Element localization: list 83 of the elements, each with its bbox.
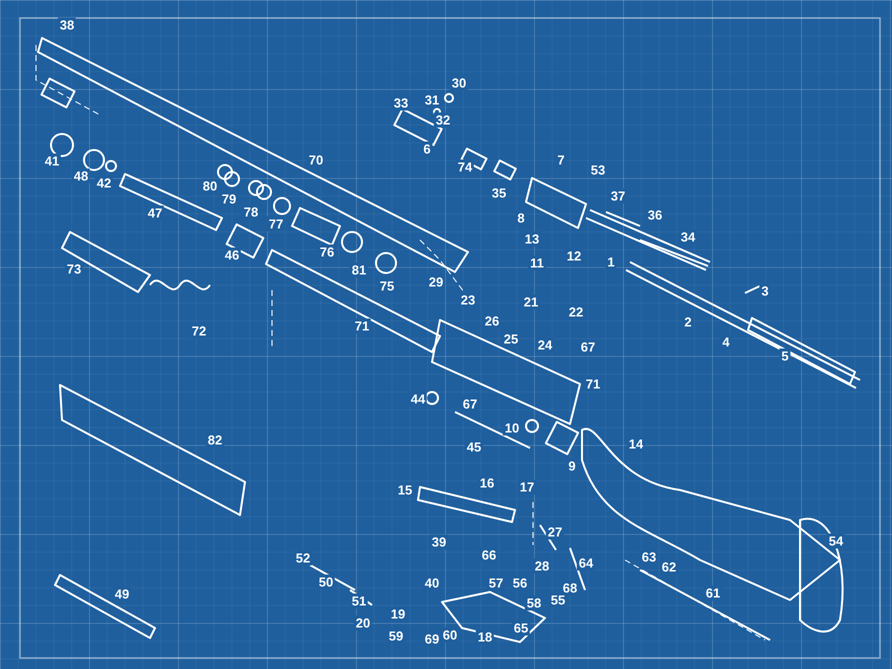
- callout-number: 66: [480, 548, 498, 562]
- callout-number: 20: [354, 616, 372, 630]
- callout-number: 82: [206, 432, 224, 448]
- callout-number: 65: [512, 620, 530, 636]
- callout-number: 37: [608, 188, 628, 204]
- callout-number: 71: [352, 318, 372, 334]
- callout-number: 64: [576, 556, 596, 570]
- callout-number: 8: [515, 210, 527, 226]
- callout-number: 50: [316, 574, 336, 590]
- callout-number: 51: [350, 594, 368, 608]
- callout-number: 67: [460, 396, 480, 412]
- callout-number: 71: [584, 376, 602, 392]
- callout-number: 80: [200, 178, 220, 194]
- callout-number: 44: [408, 392, 428, 406]
- callout-number: 60: [440, 628, 460, 642]
- callout-number: 59: [386, 628, 406, 644]
- callout-number: 29: [426, 274, 446, 290]
- callout-number: 4: [720, 334, 732, 350]
- callout-number: 35: [490, 186, 508, 200]
- callout-number: 73: [64, 262, 84, 276]
- callout-number: 78: [242, 204, 260, 220]
- callout-number: 55: [548, 592, 568, 608]
- callout-number: 32: [434, 112, 452, 128]
- callout-number: 69: [422, 632, 442, 646]
- callout-number: 76: [318, 244, 336, 260]
- callout-number: 41: [42, 154, 62, 168]
- callout-number: 52: [294, 550, 312, 566]
- callout-number: 17: [518, 480, 536, 494]
- callout-number: 31: [422, 92, 442, 108]
- callout-number: 23: [458, 292, 478, 308]
- callout-number: 36: [646, 208, 664, 222]
- callout-number: 2: [682, 314, 694, 330]
- callout-number: 28: [532, 558, 552, 574]
- callout-number: 79: [220, 192, 238, 206]
- callout-number: 13: [522, 232, 542, 246]
- callout-number: 67: [578, 340, 598, 354]
- callout-number: 77: [266, 216, 286, 232]
- callout-number: 49: [112, 586, 132, 602]
- callout-number: 57: [486, 576, 506, 590]
- callout-number: 24: [536, 338, 554, 352]
- callout-number: 15: [396, 482, 414, 498]
- callout-number: 1: [605, 254, 617, 270]
- callout-number: 72: [190, 324, 208, 338]
- callout-number: 68: [560, 580, 580, 596]
- callout-number: 18: [476, 630, 494, 644]
- callout-number: 3: [759, 284, 771, 298]
- callout-number: 74: [456, 160, 474, 174]
- callout-number: 12: [564, 248, 584, 264]
- callout-number: 10: [502, 420, 522, 436]
- callout-number: 25: [502, 332, 520, 346]
- callout-number: 61: [704, 586, 722, 600]
- callout-number: 27: [546, 524, 564, 540]
- callout-number: 14: [626, 436, 646, 452]
- callout-number: 38: [58, 18, 76, 32]
- callout-number: 21: [522, 294, 540, 310]
- callout-number: 70: [306, 152, 326, 168]
- callout-number: 45: [464, 440, 484, 454]
- callout-number: 47: [146, 206, 164, 220]
- callout-number: 62: [660, 560, 678, 574]
- callout-number: 39: [430, 534, 448, 550]
- callout-number: 11: [528, 256, 546, 270]
- callout-number: 42: [94, 176, 114, 190]
- callout-number: 75: [378, 278, 396, 294]
- callout-number: 30: [450, 76, 468, 90]
- callout-number: 9: [566, 458, 578, 474]
- callout-number: 33: [392, 96, 410, 110]
- callout-number: 81: [350, 262, 368, 278]
- callout-number: 40: [422, 576, 442, 590]
- callout-number: 7: [555, 152, 567, 168]
- callout-number: 48: [72, 168, 90, 184]
- callout-number: 63: [640, 550, 658, 564]
- callout-number: 26: [482, 314, 502, 328]
- callout-number: 5: [779, 348, 791, 364]
- callout-number: 46: [222, 248, 242, 262]
- callout-number: 56: [510, 576, 530, 590]
- callout-number: 19: [388, 606, 408, 622]
- callout-number: 6: [421, 142, 433, 156]
- callout-number: 34: [678, 230, 698, 244]
- callout-number: 54: [826, 534, 846, 548]
- callout-number: 58: [524, 596, 544, 610]
- callout-number: 16: [478, 476, 496, 490]
- callout-number: 22: [566, 304, 586, 320]
- callout-number: 53: [588, 162, 608, 178]
